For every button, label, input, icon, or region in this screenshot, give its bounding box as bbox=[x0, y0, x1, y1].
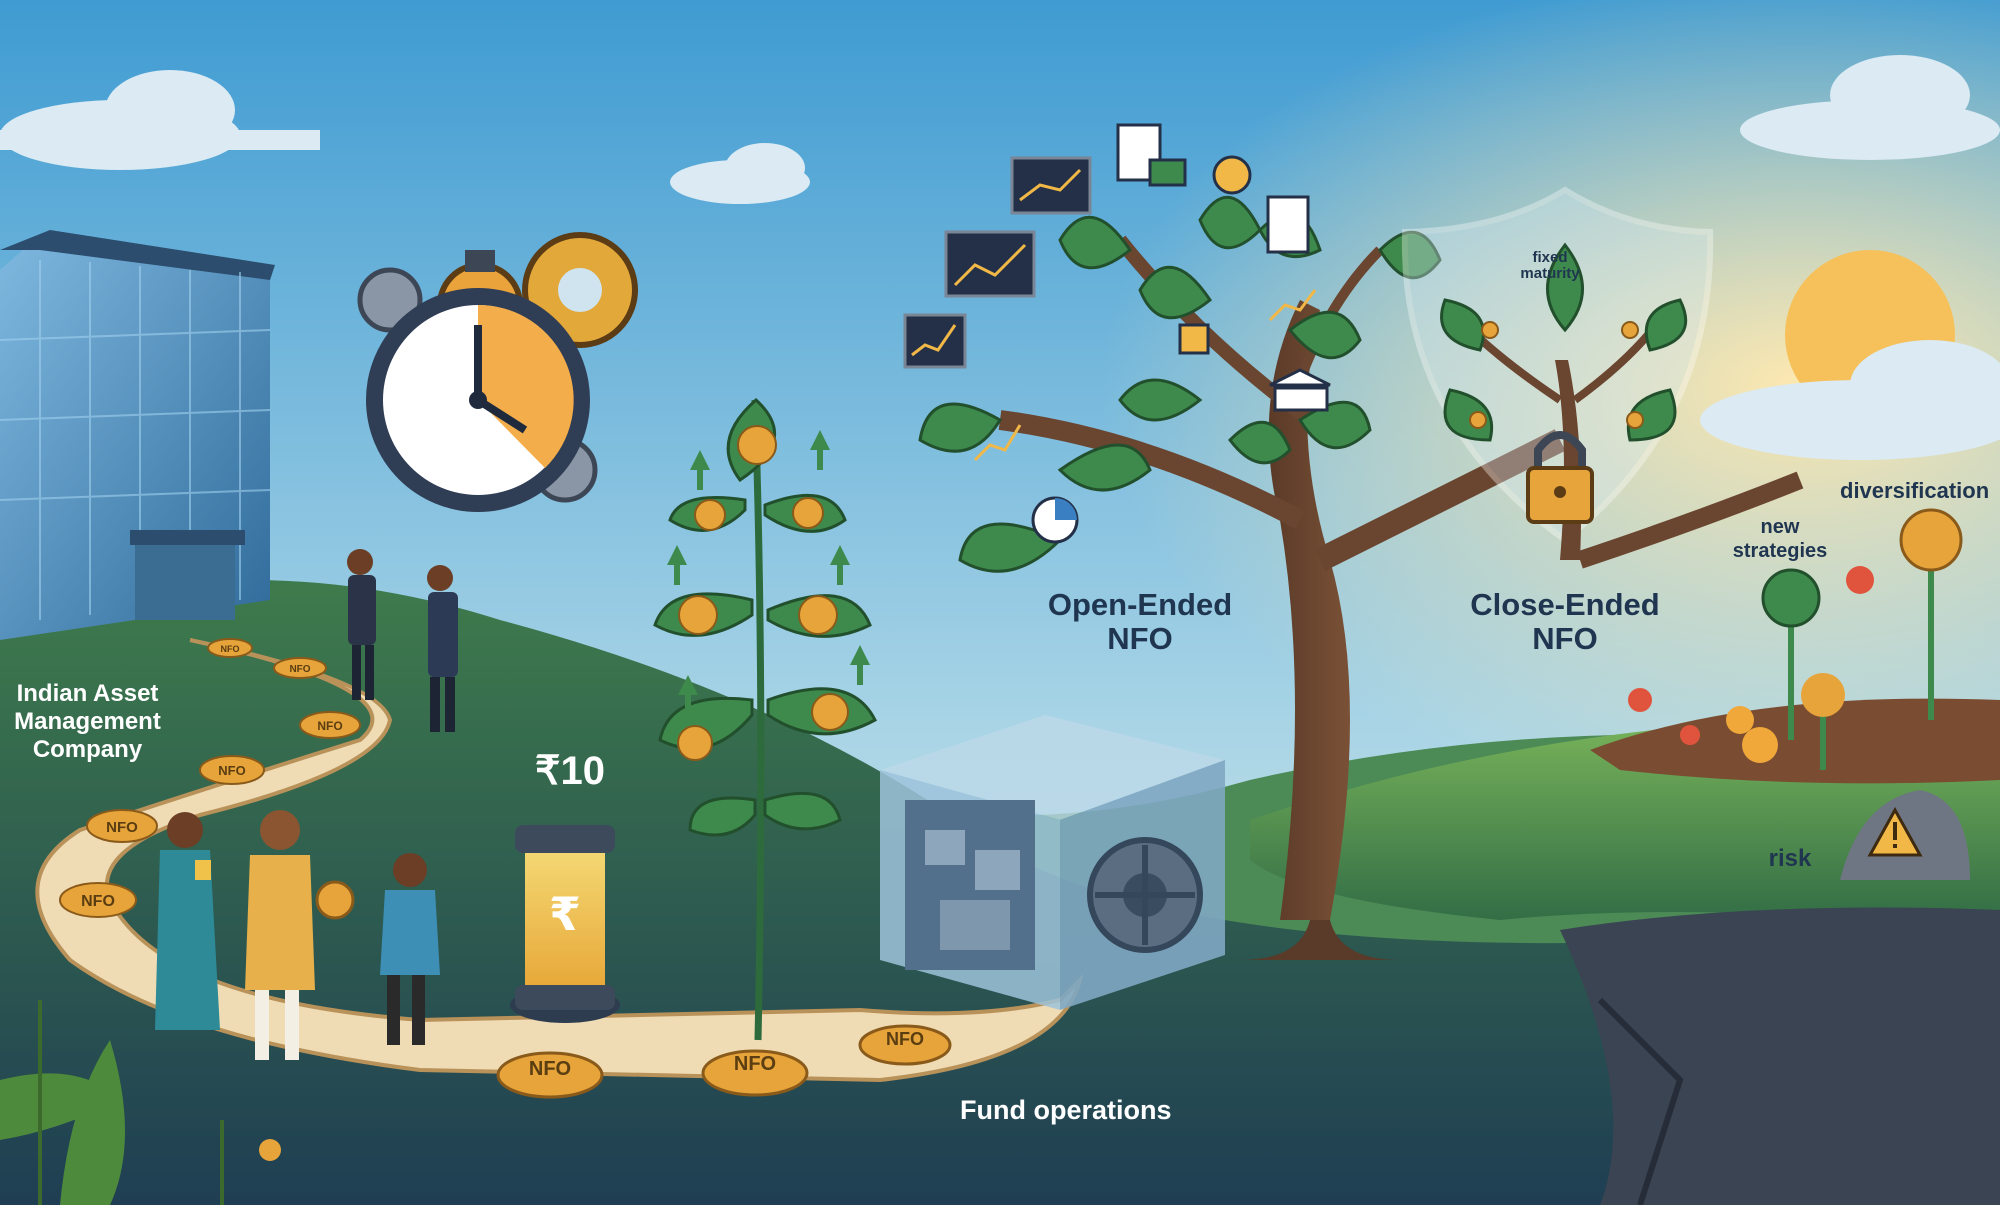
nfo-coin: NFO bbox=[299, 711, 361, 739]
safe-vault-icon bbox=[880, 715, 1225, 1010]
rupee-tube: ₹ bbox=[510, 825, 620, 1023]
close-ended-tree bbox=[1401, 186, 1804, 569]
svg-text:NFO: NFO bbox=[289, 664, 310, 675]
nfo-coin: NFO bbox=[858, 1024, 952, 1066]
garden bbox=[1590, 508, 2000, 784]
nfo-coins: NFO NFO NFO NFO NFO NFO NFO NFO NFO bbox=[59, 638, 952, 1099]
house-icon bbox=[1178, 323, 1210, 355]
svg-text:NFO: NFO bbox=[734, 1053, 776, 1075]
nfo-coin: NFO bbox=[496, 1051, 604, 1099]
people-group bbox=[155, 549, 458, 1060]
svg-text:NFO: NFO bbox=[218, 763, 245, 778]
nfo-coin: NFO bbox=[273, 657, 327, 679]
nfo-sapling bbox=[653, 397, 877, 1041]
clock-icon bbox=[357, 232, 638, 512]
nfo-coin: NFO bbox=[86, 809, 158, 843]
nfo-coin: NFO bbox=[701, 1049, 809, 1097]
chart-icon bbox=[903, 156, 1092, 369]
padlock-icon bbox=[1526, 431, 1594, 524]
svg-text:NFO: NFO bbox=[317, 719, 342, 733]
nfo-coin: NFO bbox=[207, 638, 253, 658]
nfo-coin: NFO bbox=[199, 755, 265, 785]
foreground-plants bbox=[0, 1000, 281, 1205]
pie-chart-icon bbox=[1031, 155, 1252, 544]
svg-text:NFO: NFO bbox=[81, 893, 115, 910]
amc-building bbox=[0, 230, 275, 640]
open-ended-tree bbox=[903, 123, 1566, 960]
svg-text:NFO: NFO bbox=[106, 819, 138, 836]
document-icon bbox=[1116, 123, 1310, 254]
cliff bbox=[1560, 907, 2000, 1205]
bank-icon bbox=[1269, 368, 1331, 412]
rupee-icon: ₹ bbox=[549, 887, 581, 941]
svg-text:NFO: NFO bbox=[221, 644, 240, 654]
warning-icon bbox=[1840, 790, 1970, 880]
svg-text:NFO: NFO bbox=[886, 1029, 924, 1049]
clouds bbox=[0, 55, 2000, 460]
svg-text:NFO: NFO bbox=[529, 1058, 571, 1080]
nfo-coin: NFO bbox=[59, 882, 137, 918]
sapling-coins bbox=[677, 425, 849, 761]
